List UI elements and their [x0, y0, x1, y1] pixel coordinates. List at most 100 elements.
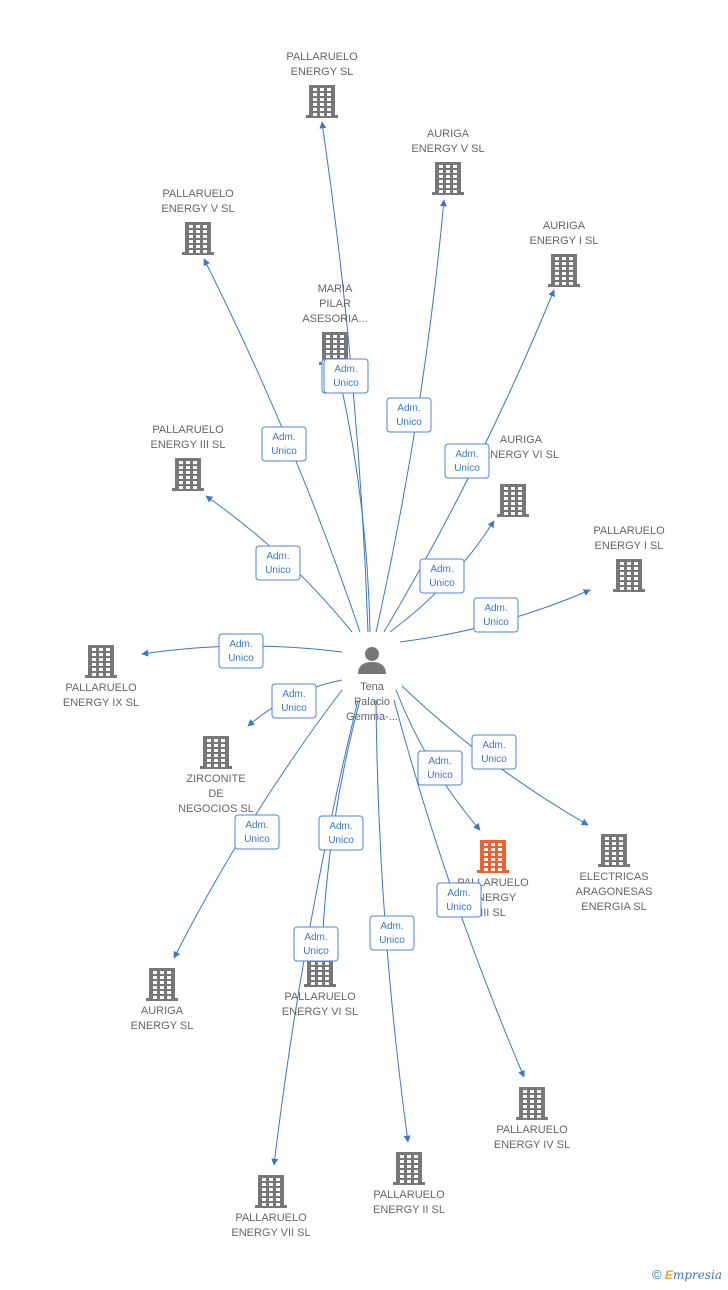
- edge-label-n17[interactable]: Adm.Unico: [293, 926, 339, 962]
- edge-label-n2[interactable]: Adm.Unico: [386, 397, 432, 433]
- edge-label-n9[interactable]: Adm.Unico: [218, 633, 264, 669]
- building-window: [407, 1165, 411, 1168]
- edge-label-n11[interactable]: Adm.Unico: [417, 750, 463, 786]
- building-window: [186, 471, 190, 474]
- building-window: [612, 842, 616, 845]
- building-window: [453, 185, 457, 188]
- building-window: [203, 250, 207, 253]
- building-window: [498, 858, 502, 861]
- edge-label-n3[interactable]: Adm.Unico: [261, 426, 307, 462]
- edge-label-box: [419, 558, 465, 594]
- edge-label-n14[interactable]: Adm.Unico: [318, 815, 364, 851]
- building-window: [634, 572, 638, 575]
- building-window: [605, 842, 609, 845]
- node-label-line: PALLARUELO: [593, 525, 665, 537]
- building-window: [523, 1115, 527, 1118]
- building-window: [193, 486, 197, 489]
- building-window: [221, 754, 225, 757]
- building-window: [325, 982, 329, 985]
- edge-label-n8[interactable]: Adm.Unico: [473, 597, 519, 633]
- edge-label-n7[interactable]: Adm.Unico: [419, 558, 465, 594]
- building-window: [207, 764, 211, 767]
- building-window: [333, 345, 337, 348]
- building-window: [562, 267, 566, 270]
- building-window: [569, 262, 573, 265]
- building-window: [327, 93, 331, 96]
- building-window: [214, 744, 218, 747]
- building-window: [439, 190, 443, 193]
- building-window: [214, 754, 218, 757]
- building-window: [446, 180, 450, 183]
- building-window: [311, 977, 315, 980]
- edge-label-n5[interactable]: Adm.Unico: [323, 358, 369, 394]
- building-window: [333, 340, 337, 343]
- building-base: [182, 252, 214, 255]
- building-window: [498, 853, 502, 856]
- building-window: [160, 996, 164, 999]
- building-window: [276, 1183, 280, 1186]
- edge-label-n16[interactable]: Adm.Unico: [369, 915, 415, 951]
- edge-label-n10[interactable]: Adm.Unico: [271, 683, 317, 719]
- node-center-person[interactable]: TenaPalacioGemma-...: [346, 647, 398, 723]
- edge-label-text: Adm.: [304, 932, 327, 943]
- node-label-line: ENERGY IV SL: [494, 1139, 570, 1151]
- building-base: [306, 115, 338, 118]
- building-window: [569, 267, 573, 270]
- building-window: [327, 113, 331, 116]
- node-label-line: Palacio: [354, 696, 390, 708]
- edge-label-n6[interactable]: Adm.Unico: [255, 545, 301, 581]
- node-label-line: ENERGY IX SL: [63, 697, 139, 709]
- edge-label-n15[interactable]: Adm. Unico: [436, 882, 482, 918]
- building-window: [325, 977, 329, 980]
- building-window: [605, 862, 609, 865]
- edge-label-n13[interactable]: Adm.Unico: [234, 814, 280, 850]
- edge-label-box: [444, 443, 490, 479]
- node-company-n5[interactable]: MARIAPILARASESORIA...: [302, 283, 368, 365]
- building-window: [153, 981, 157, 984]
- building-window: [311, 982, 315, 985]
- edge-label-text: Unico: [396, 417, 422, 428]
- edge-label-text: Adm.: [447, 888, 470, 899]
- building-window: [569, 282, 573, 285]
- building-window: [179, 471, 183, 474]
- building-window: [530, 1100, 534, 1103]
- node-label-line: ENERGY: [470, 892, 517, 904]
- building-window: [453, 190, 457, 193]
- building-window: [326, 350, 330, 353]
- building-window: [160, 971, 164, 974]
- edge-label-n4[interactable]: Adm.Unico: [444, 443, 490, 479]
- building-window: [407, 1160, 411, 1163]
- building-window: [313, 93, 317, 96]
- building-window: [179, 476, 183, 479]
- footer-brand: © Empresia: [652, 1267, 722, 1282]
- building-window: [325, 972, 329, 975]
- building-window: [439, 170, 443, 173]
- building-window: [453, 165, 457, 168]
- edge-label-text: Unico: [446, 902, 472, 913]
- node-label-line: ENERGY VI SL: [483, 449, 559, 461]
- edge-label-n12[interactable]: Adm.Unico: [471, 734, 517, 770]
- node-label-line: ENERGY II SL: [373, 1204, 445, 1216]
- building-window: [167, 981, 171, 984]
- building-window: [325, 967, 329, 970]
- building-window: [193, 461, 197, 464]
